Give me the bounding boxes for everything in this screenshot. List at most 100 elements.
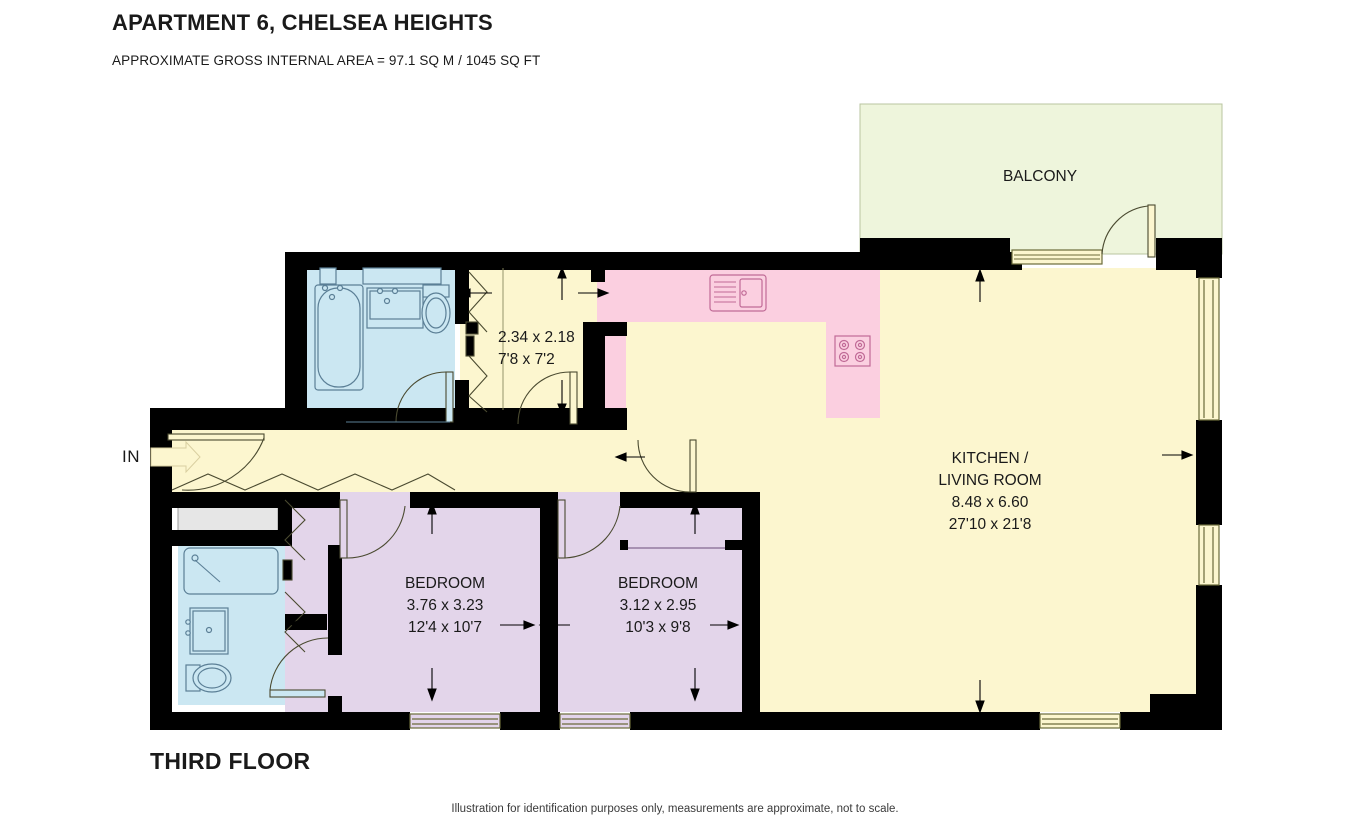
wall-top-right-stub	[860, 238, 1010, 270]
door-leaf-ensuite	[269, 689, 326, 698]
window-bottom-living	[1039, 713, 1121, 729]
door-arc-bathroom-main	[395, 371, 447, 423]
internal-doors	[269, 371, 697, 698]
bathroom-main-fixtures	[314, 267, 451, 391]
kitchen-sink-drain	[741, 290, 747, 296]
door-arc-ensuite	[269, 637, 329, 691]
wall-ensuite-bedroom-sep	[285, 614, 327, 630]
floor-level-label: THIRD FLOOR	[150, 748, 311, 774]
dim-arrow-bedroom1-up	[427, 501, 437, 534]
kitchen-sink-basin	[739, 278, 763, 308]
wall-hall-right-upper	[591, 268, 605, 282]
door-leaf-bedroom-2	[557, 499, 566, 559]
window-right-lower	[1198, 524, 1220, 586]
vanity-counter	[362, 267, 442, 285]
bathtub-header-box	[319, 267, 337, 285]
wall-top-main	[285, 252, 860, 270]
wall-corridor-bottom-b	[285, 492, 340, 508]
entrance-direction-arrow	[150, 440, 201, 474]
wall-left-upper-return	[150, 408, 305, 430]
wall-right-a	[1196, 252, 1222, 278]
dimension-arrows	[288, 266, 1194, 714]
door-leaf-hall	[569, 371, 578, 425]
bifold-corridor	[171, 473, 456, 491]
door-leaf-bedroom-1	[339, 499, 348, 559]
wall-bathroom-bottom	[285, 408, 460, 430]
dim-arrow-bath-left	[458, 288, 492, 298]
balcony-door-leaf	[1147, 204, 1156, 258]
door-arc-hall	[517, 371, 571, 425]
bathtub-tap-right	[336, 284, 344, 292]
dim-arrow-hall-down	[557, 380, 567, 416]
wall-ensuite-bottom-stub	[328, 696, 342, 716]
dim-arrow-bedroom1-left-sep	[538, 620, 570, 630]
room-label-hall: 2.34 x 2.18 7'8 x 7'2	[498, 329, 575, 368]
kitchen-sink-drainer-lines	[714, 281, 736, 303]
wall-bottom-c	[630, 712, 1040, 730]
window-bottom-bedroom-1	[409, 713, 501, 729]
entrance-label: IN	[122, 447, 140, 466]
windows	[409, 277, 1220, 729]
wall-corridor-bottom-c	[410, 492, 555, 508]
balcony-door-swing-arc	[1101, 205, 1149, 255]
folding-doors	[171, 268, 504, 653]
dim-arrow-living-right	[1162, 450, 1194, 460]
door-arc-living	[637, 439, 691, 493]
ensuite-basin-drain	[205, 626, 213, 634]
bathroom-ensuite-fixtures	[183, 547, 279, 693]
dim-arrow-bedroom2-down	[690, 668, 700, 702]
wall-between-bedrooms	[540, 492, 558, 720]
kitchen-units-fill	[626, 268, 880, 418]
room-fill-kitchen-living	[626, 268, 1208, 712]
wall-right-b	[1196, 420, 1222, 525]
hob-outer	[834, 335, 871, 367]
wall-ensuite-right-top	[278, 492, 292, 546]
wall-hall-bottom	[469, 408, 591, 430]
walls	[150, 238, 1222, 730]
shower-arm	[194, 559, 221, 583]
dim-arrow-bedroom1-right	[500, 620, 536, 630]
vanity-drain	[383, 297, 391, 305]
wall-left-lower	[150, 430, 172, 730]
wall-bedroom2-right	[742, 492, 760, 720]
door-leaf-living	[689, 439, 697, 493]
ensuite-toilet-bowl-inner	[197, 667, 227, 689]
page-title: APARTMENT 6, CHELSEA HEIGHTS	[112, 10, 493, 35]
dim-arrow-living-down	[975, 680, 985, 714]
toilet-bowl-inner	[425, 297, 447, 329]
shower-head	[191, 554, 199, 562]
dim-arrow-hall-right	[578, 288, 610, 298]
balcony-doors	[1011, 204, 1156, 265]
door-arc-bedroom-1	[346, 505, 406, 559]
bathtub-drain	[328, 293, 336, 301]
wall-hall-bottom-right	[591, 408, 627, 430]
vanity-tap-left	[376, 287, 384, 295]
balcony-sliding-door	[1011, 249, 1103, 265]
window-right-upper	[1198, 277, 1220, 421]
wall-bottom-a	[150, 712, 410, 730]
wardrobe-bedroom-2	[620, 540, 742, 550]
disclaimer-text: Illustration for identification purposes…	[451, 803, 899, 815]
door-leaf-bathroom-main	[445, 371, 454, 423]
dim-arrow-hall-up	[557, 266, 567, 300]
wall-bathroom-right	[455, 268, 469, 324]
ensuite-tap-a	[185, 619, 191, 625]
dim-arrow-bedroom2-up	[690, 501, 700, 534]
wall-corridor-bottom-d	[620, 492, 757, 508]
window-bottom-bedroom-2	[559, 713, 631, 729]
ensuite-tap-b	[185, 630, 191, 636]
wall-bathroom-right-3	[455, 408, 469, 430]
vanity-tap-right	[391, 287, 399, 295]
wall-living-notch	[1150, 694, 1222, 716]
bathtub-tap-left	[321, 284, 329, 292]
bathtub-inner	[317, 287, 361, 388]
entrance-door-leaf	[167, 433, 265, 441]
room-fill-balcony	[859, 103, 1223, 255]
dim-arrow-bedroom1-down	[427, 668, 437, 702]
dim-arrow-corridor-left	[288, 619, 320, 629]
wall-corridor-bottom-a	[172, 492, 292, 508]
dim-arrow-bedroom2-right	[710, 620, 740, 630]
wall-left-bathroom	[285, 252, 307, 424]
dim-arrow-living-up	[975, 268, 985, 302]
